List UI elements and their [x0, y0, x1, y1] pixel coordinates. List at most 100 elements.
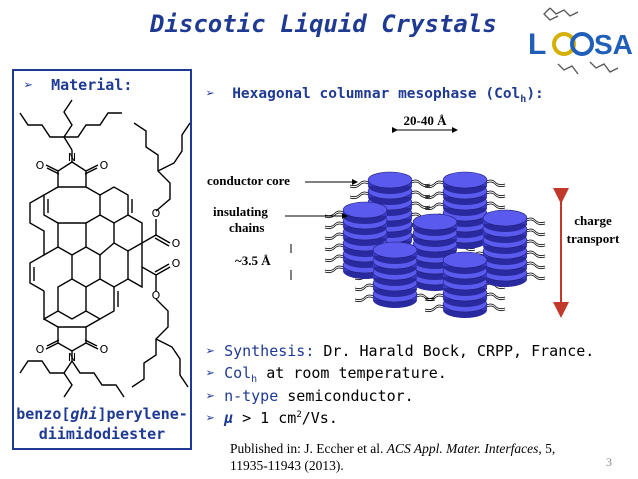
alkyl-chain [524, 252, 546, 259]
disk-molecule [412, 213, 458, 237]
alkyl-chain [349, 191, 371, 198]
alkyl-chain [354, 296, 376, 303]
alkyl-chain [324, 221, 346, 228]
charge-label: charge [574, 213, 612, 228]
width-label: 20-40 Å [404, 113, 448, 128]
losa-logo: L SA [528, 7, 633, 75]
alkyl-chain [524, 261, 546, 268]
alkyl-chain [324, 245, 346, 252]
hexagonal-heading: ➢ Hexagonal columnar mesophase (Colh): [206, 86, 544, 105]
bullet-ntype: ➢ n-type semiconductor. [206, 387, 414, 405]
alkyl-chain [484, 201, 506, 208]
alkyl-chain [424, 193, 446, 200]
alkyl-chain [484, 181, 506, 188]
logo-letter-l: L [528, 28, 546, 61]
citation: Published in: J. Eccher et al. ACS Appl.… [230, 441, 556, 473]
alkyl-chain [354, 285, 376, 292]
atom-o-bottom-right: O [100, 343, 109, 356]
disk-molecule [482, 209, 528, 233]
alkyl-chain [524, 272, 546, 279]
alkyl-chain [484, 203, 506, 210]
alkyl-chain [524, 230, 546, 237]
alkyl-chain [324, 254, 346, 261]
alkyl-chain [324, 265, 346, 272]
molecule-name: benzo[ghi]perylene- diimidodiester [16, 405, 188, 443]
bullet-arrow-icon: ➢ [206, 86, 215, 102]
atom-o-ester-2: O [172, 237, 181, 250]
alkyl-chain [484, 179, 506, 186]
alkyl-chain [524, 228, 546, 235]
atom-o-ester-1: O [152, 207, 161, 220]
bullet-mobility: ➢ μ > 1 cm2/Vs. [206, 409, 338, 427]
alkyl-chain [524, 217, 546, 224]
alkyl-chain [424, 182, 446, 189]
bullet-arrow-icon: ➢ [24, 76, 34, 94]
disk-molecule [367, 171, 413, 195]
alkyl-chain [484, 192, 506, 199]
atom-o-bottom-left: O [36, 343, 45, 356]
alkyl-chain [424, 202, 446, 209]
alkyl-chain [349, 182, 371, 189]
disk-molecule [442, 251, 488, 275]
alkyl-chain [324, 212, 346, 219]
logo-letters-sa: SA [594, 29, 633, 60]
spacing-label: ~3.5 Å [235, 253, 271, 268]
atom-o-top-right: O [100, 159, 109, 172]
alkyl-chain [424, 295, 446, 302]
alkyl-chain [424, 304, 446, 311]
columnar-diagram: 20-40 Å conductor core insulating chains… [207, 113, 620, 319]
alkyl-chain [424, 191, 446, 198]
alkyl-chain [349, 193, 371, 200]
insulating-label: insulating [213, 204, 268, 219]
material-heading: ➢ Material: [24, 76, 132, 94]
transport-label: transport [567, 231, 620, 246]
molecule-structure: N O O O O O O O O N [19, 99, 190, 398]
bullet-arrow-icon: ➢ [206, 409, 216, 427]
atom-o-ester-4: O [152, 289, 161, 302]
atom-o-ester-3: O [172, 257, 181, 270]
alkyl-chain [324, 256, 346, 263]
material-box [12, 69, 192, 450]
chains-label: chains [229, 220, 264, 235]
bullet-colh: ➢ Colh at room temperature. [206, 364, 447, 385]
alkyl-chain [409, 179, 431, 186]
page-number: 3 [606, 455, 612, 469]
alkyl-chain [484, 303, 506, 310]
alkyl-chain [424, 180, 446, 187]
alkyl-chain [409, 181, 431, 188]
alkyl-chain [324, 223, 346, 230]
alkyl-chain [424, 293, 446, 300]
conductor-core-label: conductor core [207, 173, 290, 188]
alkyl-chain [484, 190, 506, 197]
alkyl-chain [484, 294, 506, 301]
material-label: Material: [51, 76, 133, 94]
bullet-arrow-icon: ➢ [206, 364, 216, 382]
alkyl-chain [354, 283, 376, 290]
alkyl-chain [354, 294, 376, 301]
alkyl-chain [414, 293, 436, 300]
alkyl-chain [424, 306, 446, 313]
bullet-arrow-icon: ➢ [206, 342, 216, 360]
alkyl-chain [324, 267, 346, 274]
atom-n-top: N [68, 151, 76, 164]
disk-molecule [442, 171, 488, 195]
alkyl-chain [324, 243, 346, 250]
disk-molecule [342, 201, 388, 225]
alkyl-chain [524, 241, 546, 248]
alkyl-chain [424, 204, 446, 211]
slide-title: Discotic Liquid Crystals [150, 10, 497, 38]
atom-o-top-left: O [36, 159, 45, 172]
bullet-synthesis: ➢ Synthesis: Dr. Harald Bock, CRPP, Fran… [206, 342, 595, 360]
alkyl-chain [409, 192, 431, 199]
alkyl-chain [409, 201, 431, 208]
bullet-arrow-icon: ➢ [206, 387, 216, 405]
alkyl-chain [524, 239, 546, 246]
alkyl-chain [524, 250, 546, 257]
alkyl-chain [484, 292, 506, 299]
alkyl-chain [524, 219, 546, 226]
alkyl-chain [524, 263, 546, 270]
alkyl-chain [409, 190, 431, 197]
alkyl-chain [409, 203, 431, 210]
alkyl-chain [524, 274, 546, 281]
atom-n-bottom: N [68, 351, 76, 364]
